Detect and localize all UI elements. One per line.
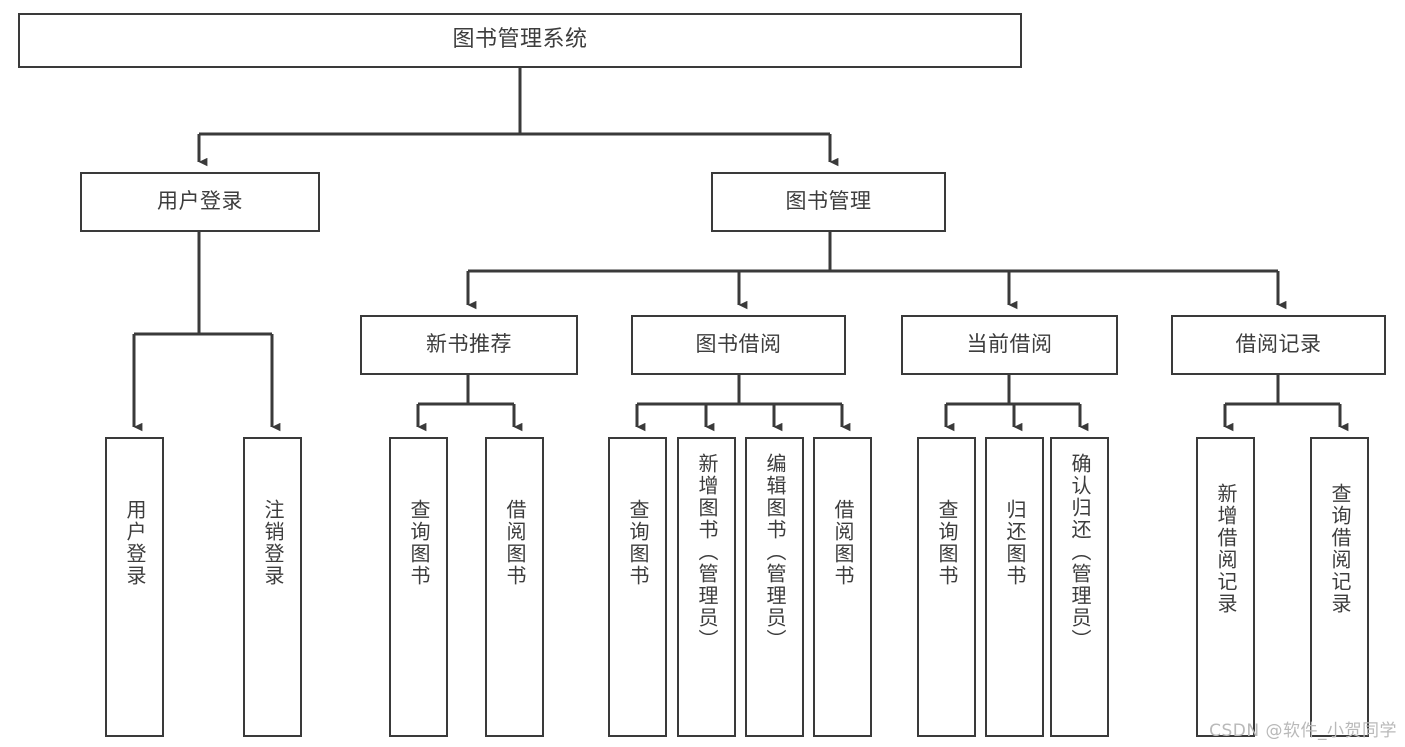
node-label: 归还图书 <box>1003 499 1027 587</box>
node-label: 借阅记录 <box>1235 332 1322 357</box>
node-new-book-recommend[interactable]: 新书推荐 <box>360 315 578 375</box>
leaf-query-book-recommend[interactable]: 查询图书 <box>389 437 448 737</box>
node-label: 用户登录 <box>157 189 243 214</box>
node-label: 查询借阅记录 <box>1328 483 1352 615</box>
node-label: 新书推荐 <box>426 332 512 357</box>
leaf-add-book-admin[interactable]: 新增图书（管理员） <box>677 437 736 737</box>
leaf-add-borrow-record[interactable]: 新增借阅记录 <box>1196 437 1255 737</box>
watermark-text: CSDN @软件_小贺同学 <box>1209 721 1397 741</box>
leaf-borrow-book[interactable]: 借阅图书 <box>813 437 872 737</box>
leaf-user-login[interactable]: 用户登录 <box>105 437 164 737</box>
node-label: 查询图书 <box>626 499 650 587</box>
node-book-management[interactable]: 图书管理 <box>711 172 946 232</box>
node-current-borrow[interactable]: 当前借阅 <box>901 315 1118 375</box>
node-label: 图书借阅 <box>695 332 782 357</box>
leaf-query-book-current[interactable]: 查询图书 <box>917 437 976 737</box>
node-label: 编辑图书（管理员） <box>763 453 787 651</box>
node-borrow-record[interactable]: 借阅记录 <box>1171 315 1386 375</box>
leaf-user-logout[interactable]: 注销登录 <box>243 437 302 737</box>
leaf-confirm-return-admin[interactable]: 确认归还（管理员） <box>1050 437 1109 737</box>
node-book-borrow[interactable]: 图书借阅 <box>631 315 846 375</box>
leaf-query-book-borrow[interactable]: 查询图书 <box>608 437 667 737</box>
node-label: 注销登录 <box>261 499 285 587</box>
node-label: 用户登录 <box>123 499 147 587</box>
node-root-system[interactable]: 图书管理系统 <box>18 13 1022 68</box>
node-label: 查询图书 <box>935 499 959 587</box>
node-label: 当前借阅 <box>966 332 1053 357</box>
leaf-edit-book-admin[interactable]: 编辑图书（管理员） <box>745 437 804 737</box>
node-label: 借阅图书 <box>503 499 527 587</box>
node-label: 新增图书（管理员） <box>695 453 719 651</box>
node-label: 查询图书 <box>407 499 431 587</box>
node-label: 图书管理系统 <box>452 27 588 53</box>
node-user-login[interactable]: 用户登录 <box>80 172 320 232</box>
leaf-return-book[interactable]: 归还图书 <box>985 437 1044 737</box>
node-label: 新增借阅记录 <box>1214 483 1238 615</box>
node-label: 图书管理 <box>785 189 872 214</box>
leaf-borrow-book-recommend[interactable]: 借阅图书 <box>485 437 544 737</box>
node-label: 借阅图书 <box>831 499 855 587</box>
leaf-query-borrow-record[interactable]: 查询借阅记录 <box>1310 437 1369 737</box>
node-label: 确认归还（管理员） <box>1068 453 1092 651</box>
